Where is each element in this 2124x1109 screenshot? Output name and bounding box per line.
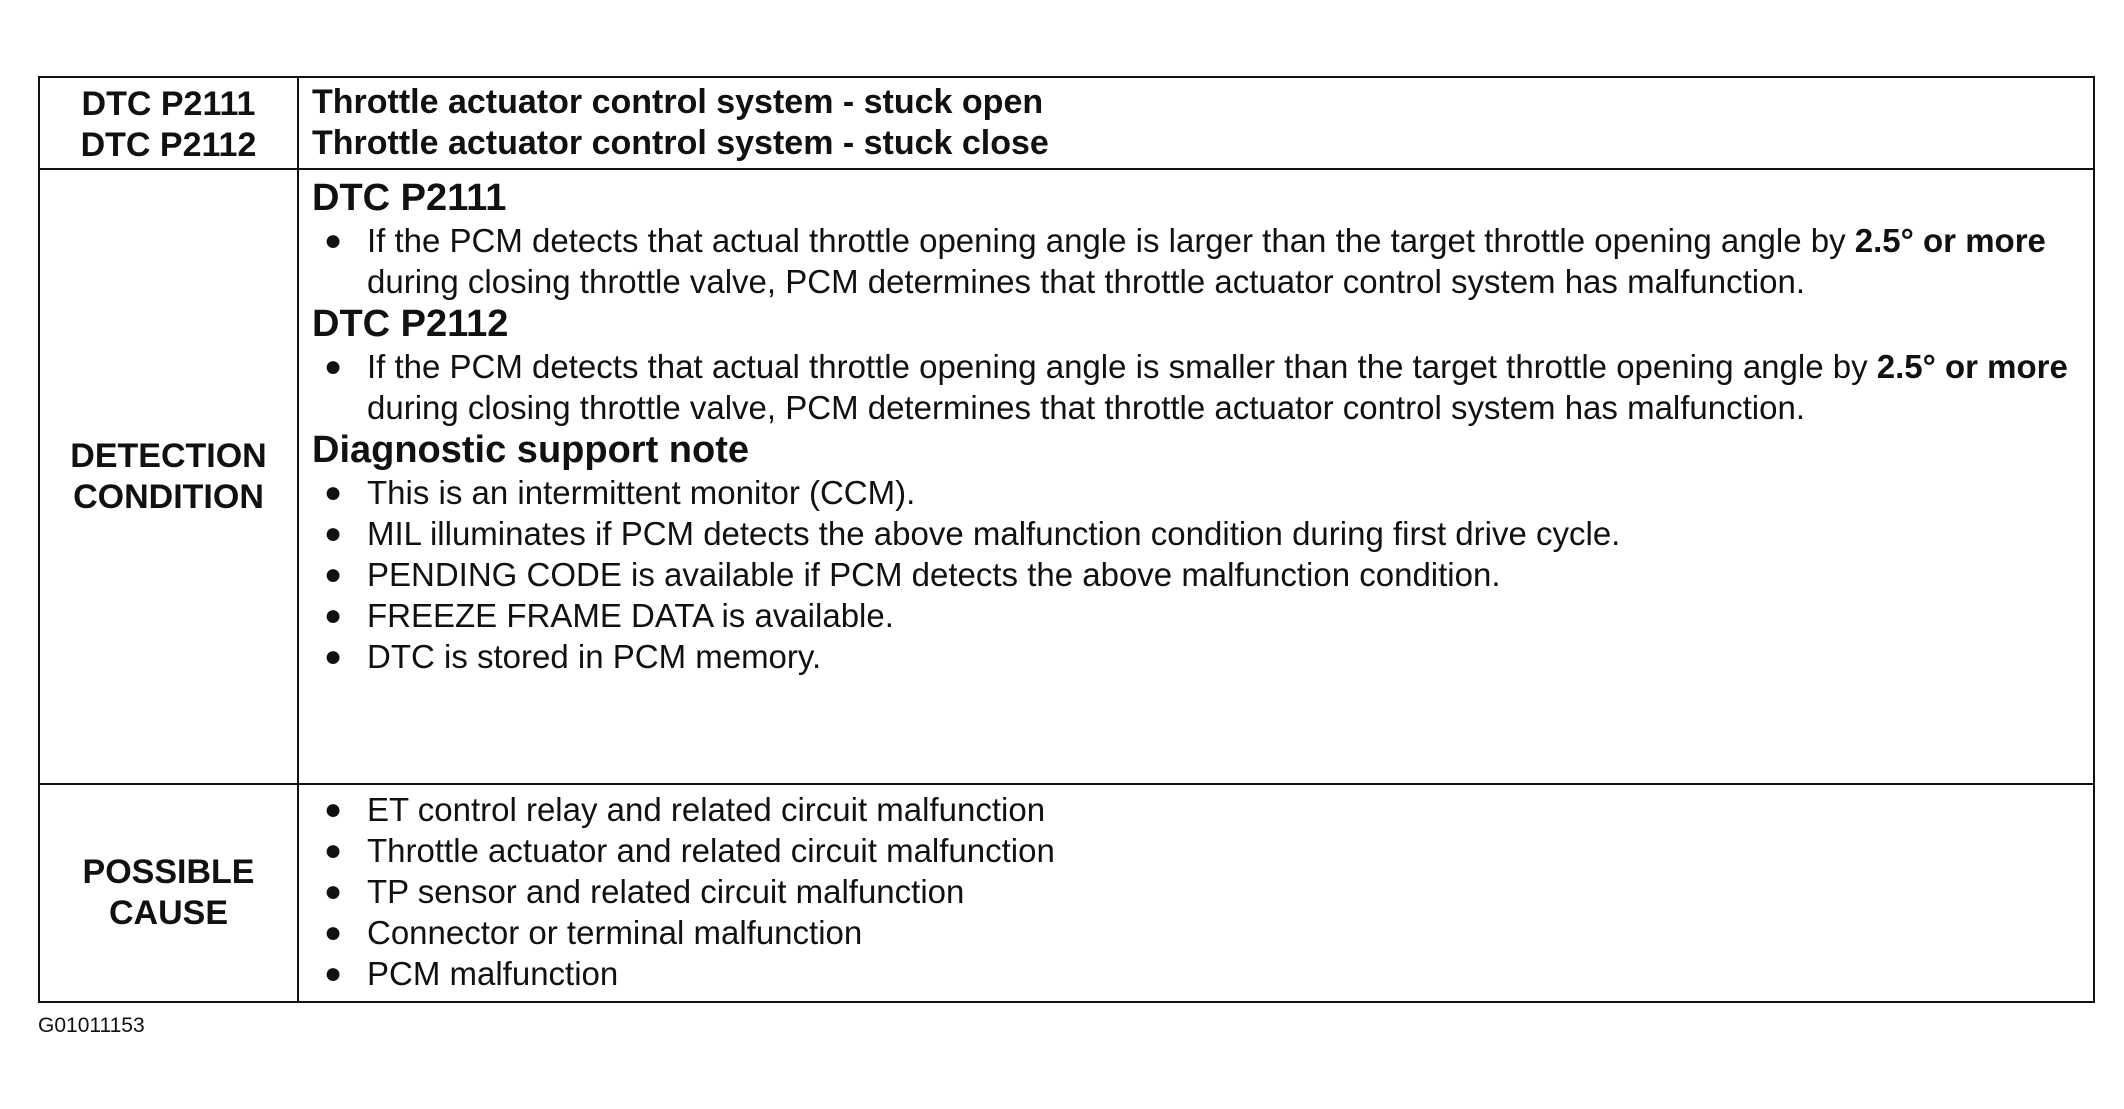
detection-condition-content: DTC P2111 ●If the PCM detects that actua… bbox=[297, 168, 2095, 785]
diagnostic-support-heading: Diagnostic support note bbox=[312, 429, 749, 471]
bullet-icon: ● bbox=[324, 916, 343, 949]
dtc-code-p2112: DTC P2112 bbox=[80, 126, 257, 164]
dtc-code-cell: DTC P2111 DTC P2112 bbox=[38, 76, 299, 170]
list-item: ●DTC is stored in PCM memory. bbox=[324, 638, 822, 675]
dtc-description-p2112: Throttle actuator control system - stuck… bbox=[312, 124, 1049, 162]
bullet-icon: ● bbox=[324, 793, 343, 826]
bullet-icon: ● bbox=[324, 350, 343, 383]
list-item: ●MIL illuminates if PCM detects the abov… bbox=[324, 515, 1621, 552]
bullet-icon: ● bbox=[324, 558, 343, 591]
dtc-description-p2111: Throttle actuator control system - stuck… bbox=[312, 83, 1044, 121]
bullet-icon: ● bbox=[324, 476, 343, 509]
possible-cause-label: POSSIBLE CAUSE bbox=[38, 783, 299, 1003]
p2111-heading: DTC P2111 bbox=[312, 177, 507, 219]
diagnostic-support-notes: ●This is an intermittent monitor (CCM). … bbox=[312, 472, 2077, 677]
figure-id: G01011153 bbox=[38, 1014, 145, 1037]
possible-cause-row: POSSIBLE CAUSE ●ET control relay and rel… bbox=[38, 783, 2095, 1003]
list-item: ●PENDING CODE is available if PCM detect… bbox=[324, 556, 1501, 593]
bullet-icon: ● bbox=[324, 957, 343, 990]
list-item: ●FREEZE FRAME DATA is available. bbox=[324, 597, 894, 634]
list-item: ●This is an intermittent monitor (CCM). bbox=[324, 474, 916, 511]
detection-condition-label: DETECTION CONDITION bbox=[38, 168, 299, 785]
list-item: ●Throttle actuator and related circuit m… bbox=[324, 832, 1055, 869]
header-row: DTC P2111 DTC P2112 Throttle actuator co… bbox=[38, 76, 2095, 170]
dtc-description-cell: Throttle actuator control system - stuck… bbox=[297, 76, 2095, 170]
list-item: ●TP sensor and related circuit malfuncti… bbox=[324, 873, 965, 910]
list-item: ●Connector or terminal malfunction bbox=[324, 914, 863, 951]
list-item: ●If the PCM detects that actual throttle… bbox=[324, 348, 2068, 426]
bullet-icon: ● bbox=[324, 875, 343, 908]
list-item: ●If the PCM detects that actual throttle… bbox=[324, 222, 2046, 300]
dtc-table: DTC P2111 DTC P2112 Throttle actuator co… bbox=[38, 76, 2095, 1003]
bullet-icon: ● bbox=[324, 517, 343, 550]
p2112-conditions: ●If the PCM detects that actual throttle… bbox=[312, 346, 2077, 428]
dtc-code-p2111: DTC P2111 bbox=[81, 85, 256, 123]
bullet-icon: ● bbox=[324, 834, 343, 867]
list-item: ●PCM malfunction bbox=[324, 955, 619, 992]
list-item: ●ET control relay and related circuit ma… bbox=[324, 791, 1046, 828]
bullet-icon: ● bbox=[324, 640, 343, 673]
bullet-icon: ● bbox=[324, 599, 343, 632]
detection-condition-row: DETECTION CONDITION DTC P2111 ●If the PC… bbox=[38, 168, 2095, 785]
possible-cause-content: ●ET control relay and related circuit ma… bbox=[297, 783, 2095, 1003]
p2112-heading: DTC P2112 bbox=[312, 303, 509, 345]
bullet-icon: ● bbox=[324, 224, 343, 257]
possible-cause-list: ●ET control relay and related circuit ma… bbox=[312, 789, 2077, 994]
p2111-conditions: ●If the PCM detects that actual throttle… bbox=[312, 220, 2077, 302]
